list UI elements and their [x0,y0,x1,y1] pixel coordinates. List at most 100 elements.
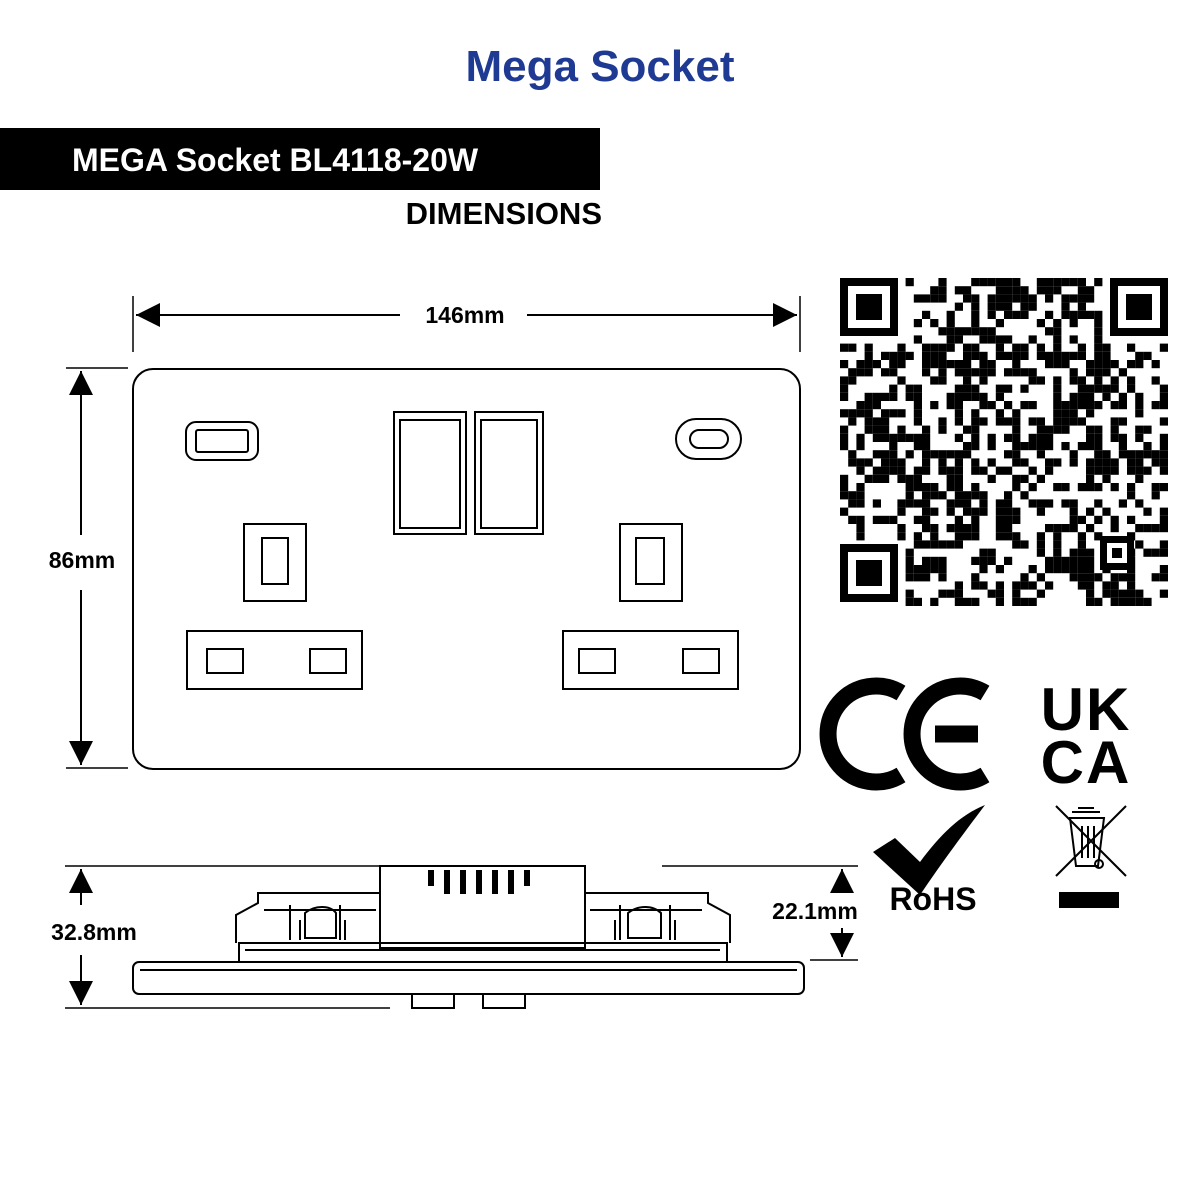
qr-module [1102,450,1111,459]
qr-module [1012,278,1021,287]
qr-module [1102,589,1111,598]
qr-module [1135,425,1144,434]
qr-module [1127,343,1136,352]
qr-module [856,360,865,369]
qr-module [971,409,980,418]
qr-module [971,491,980,500]
qr-module [889,515,898,524]
qr-module [1077,548,1086,557]
qr-module [1020,343,1029,352]
qr-module [946,524,955,533]
qr-module [905,597,914,606]
qr-module [1143,548,1152,557]
usb-a-port-icon [185,421,259,461]
qr-module [995,532,1004,541]
qr-module [1127,450,1136,459]
qr-module [1127,515,1136,524]
qr-module [987,368,996,377]
qr-module [987,310,996,319]
qr-module [913,540,922,549]
qr-module [946,483,955,492]
qr-module [1086,474,1095,483]
qr-module [1151,401,1160,410]
qr-module [1036,278,1045,287]
model-banner: MEGA Socket BL4118-20W [0,128,600,190]
qr-module [946,450,955,459]
qr-module [1053,532,1062,541]
qr-module [930,483,939,492]
qr-module [1127,384,1136,393]
qr-module [872,392,881,401]
qr-module [1086,483,1095,492]
qr-module [1077,384,1086,393]
qr-module [922,310,931,319]
qr-module [954,491,963,500]
qr-module [922,360,931,369]
qr-module [1086,581,1095,590]
socket-side-view [132,865,805,1009]
qr-module [1086,556,1095,565]
qr-module [1061,442,1070,451]
qr-module [864,409,873,418]
qr-module [1094,573,1103,582]
qr-module [938,376,947,385]
brand-title: Mega Socket [465,42,735,91]
qr-module [1069,319,1078,328]
qr-module [913,392,922,401]
qr-module [963,286,972,295]
qr-module [840,474,849,483]
qr-module [856,491,865,500]
qr-module [1045,499,1054,508]
qr-module [1110,581,1119,590]
qr-module [1061,483,1070,492]
qr-module [1086,294,1095,303]
qr-module [856,401,865,410]
qr-module [1045,433,1054,442]
qr-module [1159,483,1168,492]
qr-module [1012,515,1021,524]
qr-module [922,483,931,492]
qr-module [1036,286,1045,295]
qr-module [922,433,931,442]
qr-module [954,433,963,442]
qr-module [1159,417,1168,426]
socket-pins-left [186,630,363,690]
qr-module [1069,499,1078,508]
qr-module [1020,540,1029,549]
qr-module [971,310,980,319]
qr-module [897,458,906,467]
qr-module [1118,442,1127,451]
qr-module [1012,540,1021,549]
qr-module [1069,310,1078,319]
qr-module [979,548,988,557]
qr-module [922,499,931,508]
qr-module [1028,466,1037,475]
qr-module [1045,442,1054,451]
qr-module [1110,401,1119,410]
qr-module [1036,548,1045,557]
qr-module [1004,335,1013,344]
qr-module [913,294,922,303]
qr-module [889,360,898,369]
qr-module [1086,507,1095,516]
qr-module [1094,360,1103,369]
qr-module [946,392,955,401]
qr-module [1094,368,1103,377]
qr-module [1061,351,1070,360]
qr-module [1094,319,1103,328]
qr-module [971,294,980,303]
qr-module [1077,573,1086,582]
qr-module [922,351,931,360]
qr-module [963,450,972,459]
qr-module [864,343,873,352]
qr-module [1086,442,1095,451]
qr-module [1159,401,1168,410]
qr-module [930,360,939,369]
qr-module [1012,343,1021,352]
qr-module [1110,433,1119,442]
qr-module [856,409,865,418]
qr-module [963,425,972,434]
qr-module [1135,458,1144,467]
qr-module [1036,540,1045,549]
qr-module [1053,401,1062,410]
